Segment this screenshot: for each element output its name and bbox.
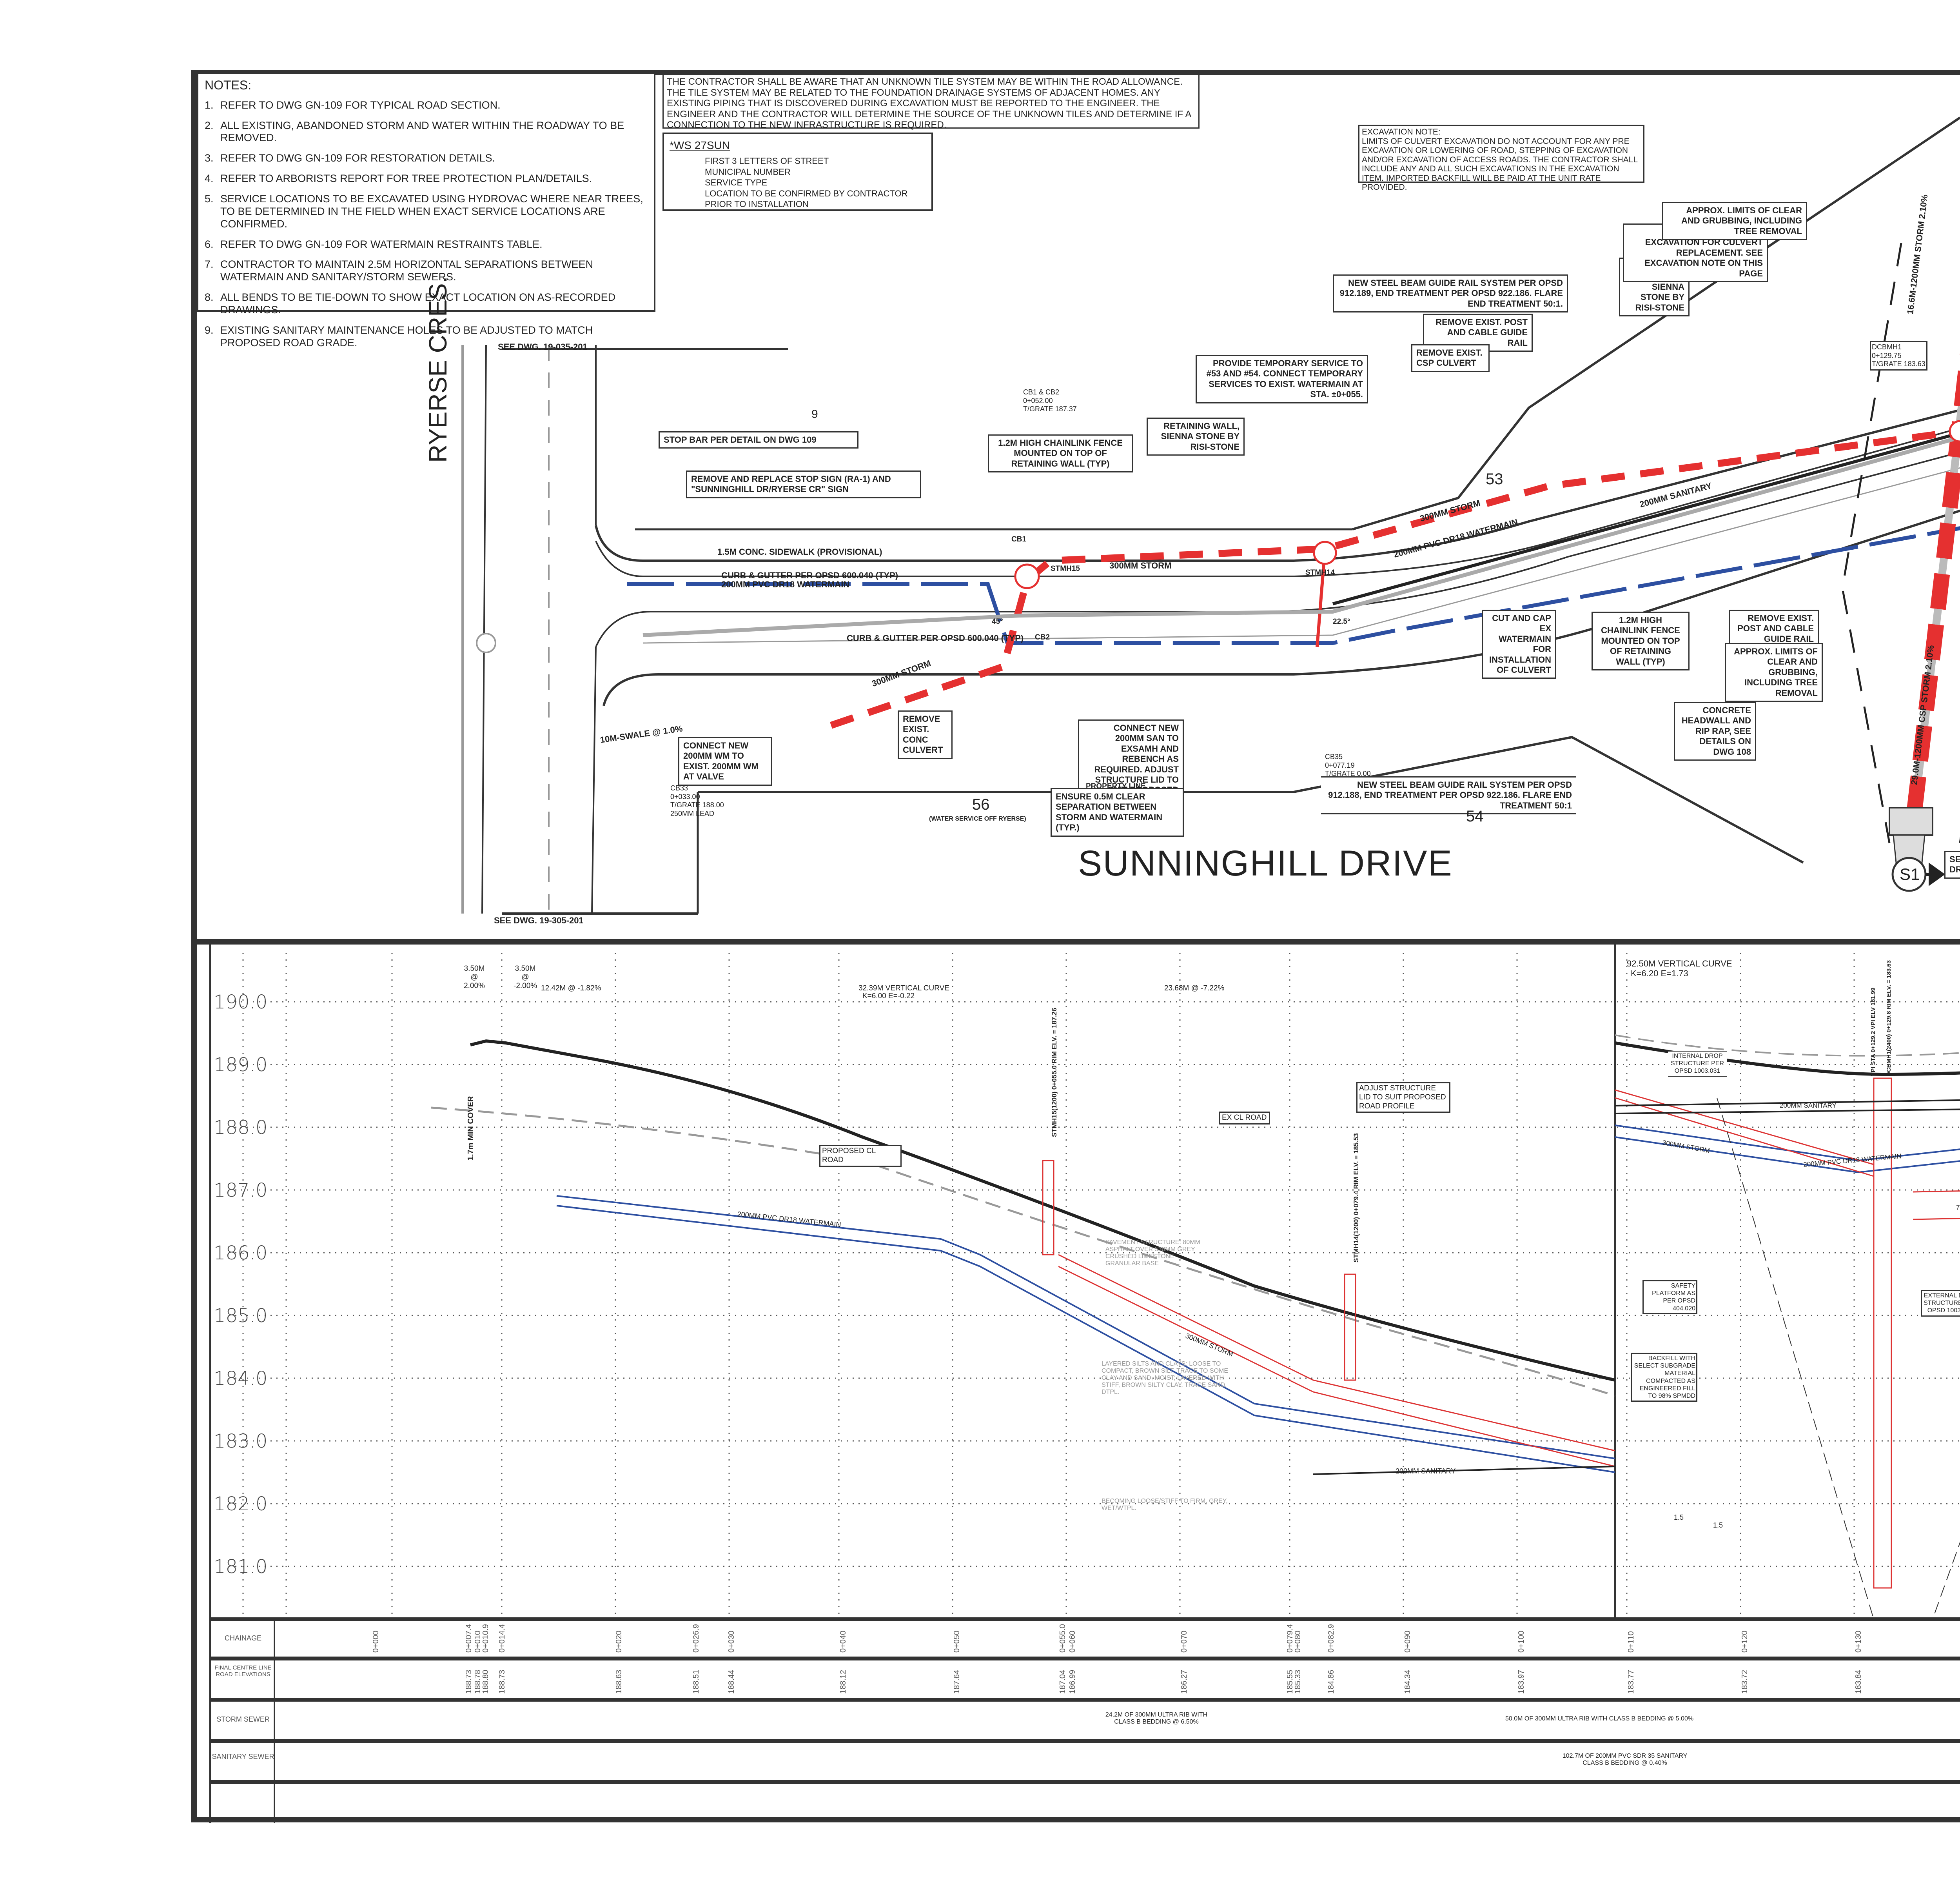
label-stmh15: STMH15 xyxy=(1051,565,1080,573)
vertical-curve-1: 32.39m VERTICAL CURVE xyxy=(858,984,949,992)
label-stmh14-profile: STMH14(1200) 0+079.4 RIM ELV. = 185.53 xyxy=(1352,1133,1360,1263)
callout-ensure-separation-2: ENSURE 0.5m CLEAR SEPARATION BETWEEN STO… xyxy=(1051,788,1184,837)
callout-clear-grub-2: APPROX. LIMITS OF CLEAR AND GRUBBING, IN… xyxy=(1725,643,1823,702)
label-curb-top: CURB & GUTTER PER OPSD 600.040 (TYP) xyxy=(721,570,898,580)
callout-retaining-wall-1: RETAINING WALL, SIENNA STONE BY RISI-STO… xyxy=(1147,418,1245,456)
service-legend-items: FIRST 3 LETTERS OF STREET MUNICIPAL NUMB… xyxy=(705,156,908,209)
section-marker-bottom: S1 xyxy=(1900,865,1920,883)
note-item: 7.CONTRACTOR TO MAINTAIN 2.5m HORIZONTAL… xyxy=(205,258,593,283)
label-safety-platform: SAFETY PLATFORM AS PER OPSD 404.020 xyxy=(1642,1280,1697,1314)
label-sanitary-profile-east: 200mm SANITARY xyxy=(1780,1102,1837,1109)
label-pavement: PAVEMENT STRUCTURE: 80mm ASPHALT OVER 53… xyxy=(1105,1239,1200,1267)
slope-1-left: 1.5 xyxy=(1674,1513,1684,1521)
slope-15-right: 1.5 xyxy=(1713,1521,1723,1529)
label-vpi: VPI STA 0+129.2 VPI ELV 181.99 xyxy=(1870,987,1877,1076)
storm-run-2: 50.0m OF 300mm ULTRA RIB WITH CLASS B BE… xyxy=(1505,1715,1694,1722)
label-dcbmh1-profile: DCBMH1(2400) 0+129.8 RIM ELV. = 183.63 xyxy=(1886,960,1892,1076)
label-lot-9: 9 xyxy=(811,408,818,421)
label-soil-2: BECOMING LOOSE/STIFF TO FIRM, GREY, WET/… xyxy=(1102,1498,1228,1511)
label-lot-56: 56 xyxy=(972,796,990,813)
label-external-drop: EXTERNAL DROP STRUCTURE PER OPSD 1003.01… xyxy=(1921,1290,1960,1317)
match-bottom: SEE DWG. 19-305-201 xyxy=(494,916,584,925)
label-curb-bottom: CURB & GUTTER PER OPSD 600.040 (TYP) xyxy=(847,633,1024,643)
vertical-curve-2: 92.50m VERTICAL CURVE xyxy=(1627,959,1732,968)
callout-guide-rail-2: NEW STEEL BEAM GUIDE RAIL SYSTEM PER OPS… xyxy=(1321,776,1576,815)
note-item: 9.EXISTING SANITARY MAINTENANCE HOLES TO… xyxy=(205,324,593,349)
label-storm-750: 750mm STORM xyxy=(1956,1204,1960,1211)
street-title: SUNNINGHILL DRIVE xyxy=(1078,843,1453,883)
label-cb2: CB2 xyxy=(1035,633,1050,641)
label-lot-56-note: (WATER SERVICE OFF RYERSE) xyxy=(929,816,1026,822)
label-cb1: CB1 xyxy=(1011,535,1027,543)
callout-headwall: CONCRETE HEADWALL AND RIP RAP, SEE DETAI… xyxy=(1674,702,1756,761)
callout-remove-culvert: REMOVE EXIST. CONC CULVERT xyxy=(898,710,953,759)
label-watermain: 200mm PVC DR18 WATERMAIN xyxy=(721,579,850,589)
grade-1: 3.50m @ 2.00% xyxy=(464,965,485,990)
label-internal-drop: INTERNAL DROP STRUCTURE PER OPSD 1003.03… xyxy=(1668,1051,1727,1077)
label-angle-22: 22.5° xyxy=(1333,618,1350,626)
note-item: 3.REFER TO DWG GN-109 FOR RESTORATION DE… xyxy=(205,152,495,164)
grade-2: 3.50m @ -2.00% xyxy=(514,965,537,990)
label-storm-300: 300mm STORM xyxy=(1109,561,1172,570)
service-legend: *WS 27SUN FIRST 3 LETTERS OF STREET MUNI… xyxy=(662,133,933,211)
label-lot-54: 54 xyxy=(1466,808,1484,825)
label-property-line: PROPERTY LINE xyxy=(1086,782,1146,790)
callout-guide-rail-1: NEW STEEL BEAM GUIDE RAIL SYSTEM PER OPS… xyxy=(1333,274,1568,313)
row-header-chainage: CHAINAGE xyxy=(224,1634,262,1642)
label-stmh15-profile: STMH15(1200) 0+055.0 RIM ELV. = 187.26 xyxy=(1051,1008,1058,1137)
row-header-storm: STORM SEWER xyxy=(216,1715,270,1723)
label-sidewalk: 1.5m CONC. SIDEWALK (PROVISIONAL) xyxy=(717,547,882,557)
grade-3: 12.42m @ -1.82% xyxy=(541,984,601,992)
match-top: SEE DWG. 19-035-201 xyxy=(498,342,588,352)
vertical-curve-2-k: K=6.20 E=1.73 xyxy=(1631,968,1688,978)
label-backfill: BACKFILL WITH SELECT SUBGRADE MATERIAL C… xyxy=(1631,1353,1697,1402)
callout-chainlink-fence: 1.2m HIGH CHAINLINK FENCE MOUNTED ON TOP… xyxy=(988,434,1133,473)
label-min-cover: 1.7m MIN COVER xyxy=(466,1096,475,1161)
note-item: 6.REFER TO DWG GN-109 FOR WATERMAIN REST… xyxy=(205,238,543,250)
vertical-curve-1-k: K=6.00 E=-0.22 xyxy=(862,992,915,1000)
callout-chainlink-fence-2: 1.2m HIGH CHAINLINK FENCE MOUNTED ON TOP… xyxy=(1592,612,1690,670)
note-item: 2.ALL EXISTING, ABANDONED STORM AND WATE… xyxy=(205,119,624,144)
notes-title: NOTES: xyxy=(205,78,252,92)
label-soil-1: LAYERED SILTS AND CLAYS: LOOSE TO COMPAC… xyxy=(1102,1361,1229,1395)
note-item: 1.REFER TO DWG GN-109 FOR TYPICAL ROAD S… xyxy=(205,99,501,111)
callout-section-reference: SECTION S1 SEE DRAWING 19-036-108 xyxy=(1944,851,1960,879)
callout-temporary-service: PROVIDE TEMPORARY SERVICE TO #53 AND #54… xyxy=(1196,355,1368,403)
sanitary-run-1: 102.7m OF 200mm PVC SDR 35 SANITARY CLAS… xyxy=(1562,1753,1688,1766)
label-proposed-cl: PROPOSED CL ROAD xyxy=(819,1145,902,1167)
excavation-note: EXCAVATION NOTE: LIMITS OF CULVERT EXCAV… xyxy=(1358,125,1644,192)
storm-run-1: 24.2m OF 300mm ULTRA RIB WITH CLASS B BE… xyxy=(1105,1711,1208,1725)
callout-clear-grub-1: APPROX. LIMITS OF CLEAR AND GRUBBING, IN… xyxy=(1662,202,1807,240)
label-sanitary-profile: 200mm SANITARY xyxy=(1396,1467,1456,1475)
label-ex-cl: EX CL ROAD xyxy=(1219,1112,1270,1124)
note-item: 5.SERVICE LOCATIONS TO BE EXCAVATED USIN… xyxy=(205,193,643,230)
note-item: 4.REFER TO ARBORISTS REPORT FOR TREE PRO… xyxy=(205,173,592,185)
label-stmh14: STMH14 xyxy=(1305,569,1335,577)
label-angle-45: 45° xyxy=(992,618,1003,626)
callout-cut-cap-watermain: CUT AND CAP EX WATERMAIN FOR INSTALLATIO… xyxy=(1482,610,1556,679)
notes-list: 1.REFER TO DWG GN-109 FOR TYPICAL ROAD S… xyxy=(205,99,648,349)
row-header-sanitary: SANITARY SEWER xyxy=(212,1753,274,1760)
row-header-elevations: FINAL CENTRE LINE ROAD ELEVATIONS xyxy=(214,1664,272,1678)
grade-4: 23.68m @ -7.22% xyxy=(1164,984,1225,992)
callout-stop-sign: REMOVE AND REPLACE STOP SIGN (Ra-1) AND … xyxy=(686,470,921,498)
callout-stop-bar: STOP BAR PER DETAIL ON DWG 109 xyxy=(659,431,858,449)
callout-remove-csp: REMOVE EXIST. CSP CULVERT xyxy=(1411,344,1490,372)
tile-system-note: THE CONTRACTOR SHALL BE AWARE THAT AN UN… xyxy=(662,74,1200,130)
callout-connect-watermain: CONNECT NEW 200mm WM TO EXIST. 200mm WM … xyxy=(678,737,772,786)
label-lot-53: 53 xyxy=(1486,470,1503,488)
notes-box: NOTES: 1.REFER TO DWG GN-109 FOR TYPICAL… xyxy=(197,73,655,349)
label-adjust-lid: ADJUST STRUCTURE LID TO SUIT PROPOSED RO… xyxy=(1356,1082,1450,1113)
service-code: *WS 27SUN xyxy=(670,139,730,151)
note-item: 8.ALL BENDS TO BE TIE-DOWN TO SHOW EXACT… xyxy=(205,291,616,316)
